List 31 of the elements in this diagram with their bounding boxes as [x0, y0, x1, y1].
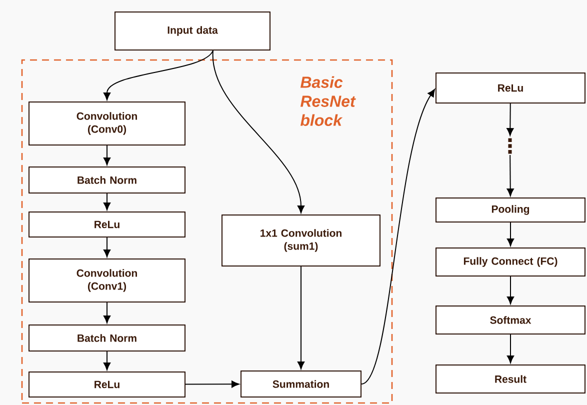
block-heading: Basic ResNet block — [300, 76, 356, 126]
input-box: Input data — [114, 12, 270, 50]
process-box: Batch Norm — [28, 324, 186, 352]
arrow — [297, 266, 305, 370]
process-box: ReLu — [28, 372, 186, 398]
ellipsis-dots: ⋮ — [508, 138, 512, 154]
arrow — [103, 145, 111, 166]
process-box: 1x1 Convolution (sum1) — [222, 214, 380, 266]
arrow — [185, 380, 240, 388]
process-box: Summation — [240, 370, 362, 398]
arrow — [212, 50, 305, 214]
process-box: ReLu — [436, 72, 586, 104]
process-box: Convolution (Conv1) — [28, 258, 186, 302]
process-box: Fully Connect (FC) — [436, 248, 586, 276]
arrow — [103, 50, 214, 100]
process-box: Softmax — [436, 306, 586, 334]
arrow — [103, 237, 111, 258]
arrow — [103, 193, 111, 210]
process-box: Pooling — [436, 198, 586, 222]
arrow — [103, 351, 111, 370]
process-box: Result — [436, 364, 586, 394]
arrow — [506, 222, 514, 246]
arrow — [506, 334, 514, 364]
process-box: Convolution (Conv0) — [28, 102, 186, 146]
arrow — [506, 154, 514, 196]
arrow — [361, 88, 436, 384]
arrow — [506, 103, 514, 136]
process-box: ReLu — [28, 212, 186, 238]
arrow — [506, 276, 514, 304]
process-box: Batch Norm — [28, 166, 186, 194]
arrow — [103, 302, 111, 324]
